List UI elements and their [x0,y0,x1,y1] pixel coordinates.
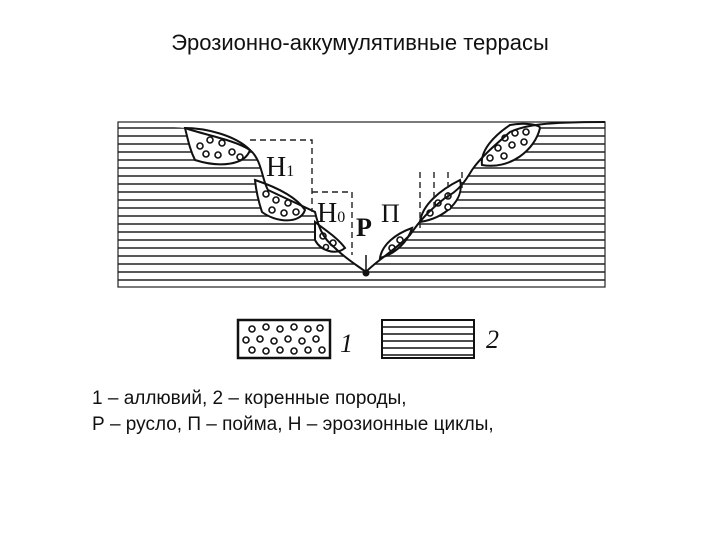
alluvium-lenses-right [380,124,540,258]
channel-point [363,270,370,277]
caption-line-2: Р – русло, П – пойма, Н – эрозионные цик… [92,412,494,438]
label-floodplain: П [381,199,400,228]
label-h0: H0 [317,198,345,229]
legend-number-1: 1 [340,329,353,358]
legend-alluvium-swatch [238,320,330,358]
caption-line-1: 1 – аллювий, 2 – коренные породы, [92,386,494,412]
label-channel: P [356,213,372,242]
legend-number-2: 2 [486,325,499,354]
bedrock-layers [110,128,610,280]
legend-bedrock-swatch [382,320,474,358]
label-h1: H1 [266,152,294,183]
legend-caption: 1 – аллювий, 2 – коренные породы, Р – ру… [92,386,494,438]
